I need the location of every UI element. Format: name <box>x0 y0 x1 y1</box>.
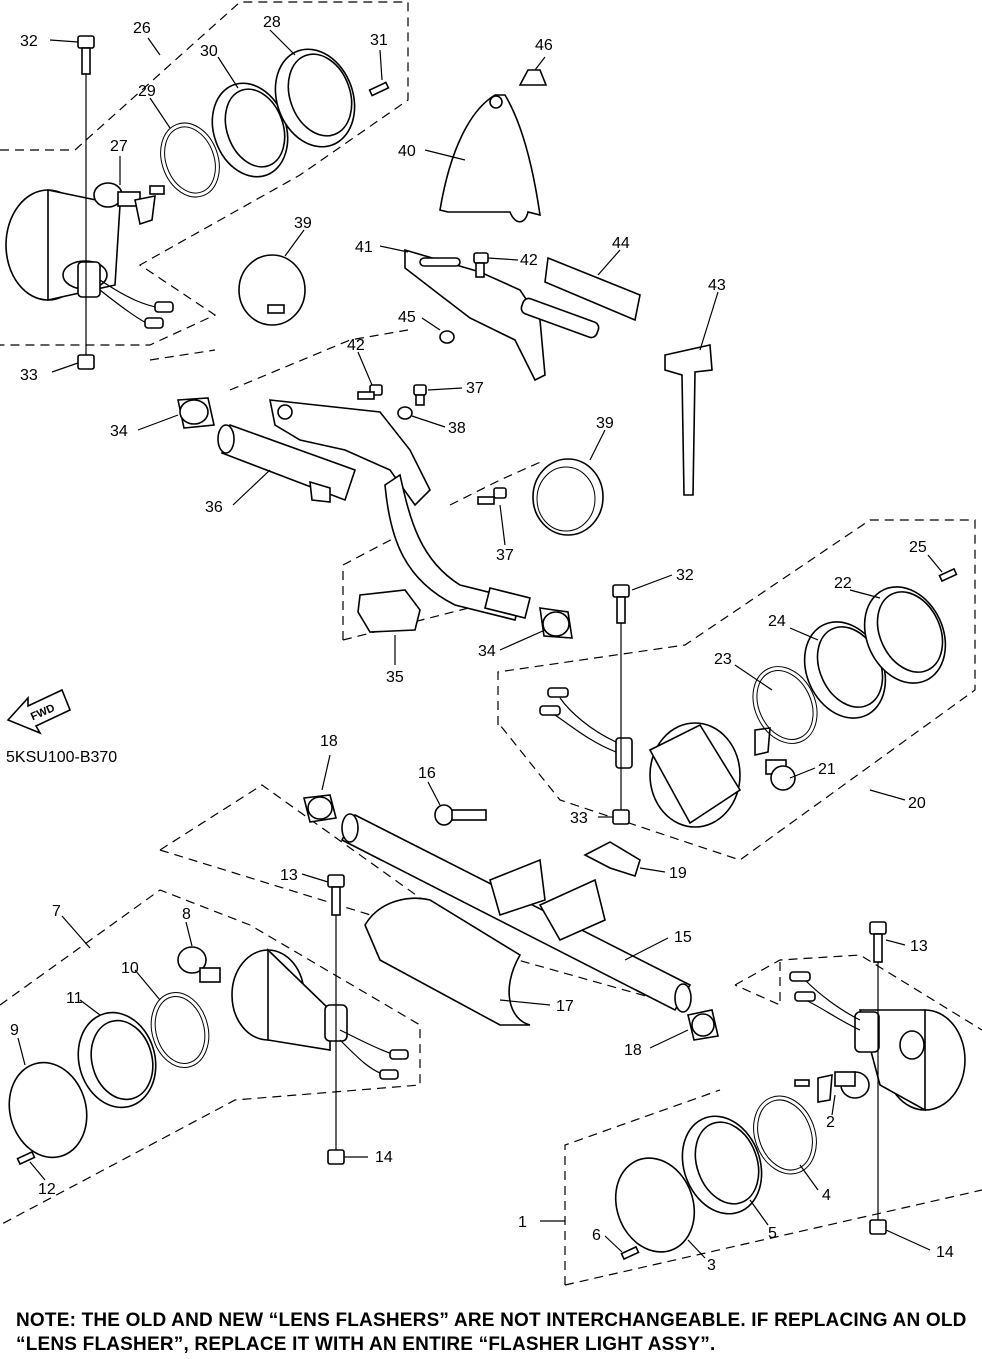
callout-14: 14 <box>375 1149 393 1166</box>
callout-40: 40 <box>398 143 416 160</box>
callout-19: 19 <box>669 865 687 882</box>
callout-11: 11 <box>66 990 83 1007</box>
callout-21: 21 <box>818 761 836 778</box>
callout-1: 1 <box>518 1214 527 1231</box>
front-left-flasher-assembly <box>0 874 421 1226</box>
callout-6: 6 <box>592 1227 601 1244</box>
callout-33: 33 <box>20 367 38 384</box>
callout-23: 23 <box>714 651 732 668</box>
front-right-flasher-assembly <box>564 921 982 1286</box>
callout-7: 7 <box>52 903 61 920</box>
callout-34b: 34 <box>478 643 496 660</box>
callout-34: 34 <box>110 423 128 440</box>
callout-42: 42 <box>520 252 538 269</box>
callout-14b: 14 <box>936 1244 954 1261</box>
callout-27: 27 <box>110 138 128 155</box>
callout-33b: 33 <box>570 810 588 827</box>
callout-24: 24 <box>768 613 786 630</box>
callout-45: 45 <box>398 309 416 326</box>
callout-35: 35 <box>386 669 404 686</box>
callout-8: 8 <box>182 906 191 923</box>
leader-lines <box>17 29 943 1259</box>
callout-39b: 39 <box>596 415 614 432</box>
upper-flasher-stay <box>177 384 573 639</box>
diagram-code: 5KSU100-B370 <box>6 749 117 766</box>
callout-37: 37 <box>466 380 484 397</box>
forward-arrow-icon <box>6 688 72 735</box>
callout-18: 18 <box>320 733 338 750</box>
callout-30: 30 <box>200 43 218 60</box>
callout-3: 3 <box>707 1257 716 1274</box>
callout-36: 36 <box>205 499 223 516</box>
callout-28: 28 <box>263 14 281 31</box>
callout-39: 39 <box>294 215 312 232</box>
callout-10: 10 <box>121 960 139 977</box>
callout-29: 29 <box>138 83 156 100</box>
callout-42b: 42 <box>347 337 365 354</box>
callout-44: 44 <box>612 235 630 252</box>
callout-13b: 13 <box>910 938 928 955</box>
callout-4: 4 <box>822 1187 831 1204</box>
callout-13: 13 <box>280 867 298 884</box>
callout-26: 26 <box>133 20 151 37</box>
callout-25: 25 <box>909 539 927 556</box>
callout-20: 20 <box>908 795 926 812</box>
callout-22: 22 <box>834 575 852 592</box>
rear-right-flasher-assembly <box>497 519 976 861</box>
callout-16: 16 <box>418 765 436 782</box>
callout-43: 43 <box>708 277 726 294</box>
callout-2: 2 <box>826 1114 835 1131</box>
callout-41: 41 <box>355 239 373 256</box>
front-flasher-stay <box>159 784 719 1041</box>
callout-31: 31 <box>370 32 388 49</box>
callout-5: 5 <box>768 1225 777 1242</box>
callout-32b: 32 <box>676 567 694 584</box>
callout-38: 38 <box>448 420 466 437</box>
mounting-bracket-group <box>149 69 713 641</box>
callout-9: 9 <box>10 1022 19 1039</box>
callout-15: 15 <box>674 929 692 946</box>
callout-17: 17 <box>556 998 574 1015</box>
rear-left-flasher-assembly <box>0 1 409 370</box>
callout-46: 46 <box>535 37 553 54</box>
callout-18b: 18 <box>624 1042 642 1059</box>
callout-32: 32 <box>20 33 38 50</box>
callout-12: 12 <box>38 1181 56 1198</box>
part-callouts: 32 26 28 30 31 29 27 33 46 40 41 42 44 4… <box>6 14 954 1274</box>
interchangeability-note: NOTE: THE OLD AND NEW “LENS FLASHERS” AR… <box>16 1310 967 1355</box>
callout-37b: 37 <box>496 547 514 564</box>
exploded-parts-diagram: 32 26 28 30 31 29 27 33 46 40 41 42 44 4… <box>0 1 982 1286</box>
